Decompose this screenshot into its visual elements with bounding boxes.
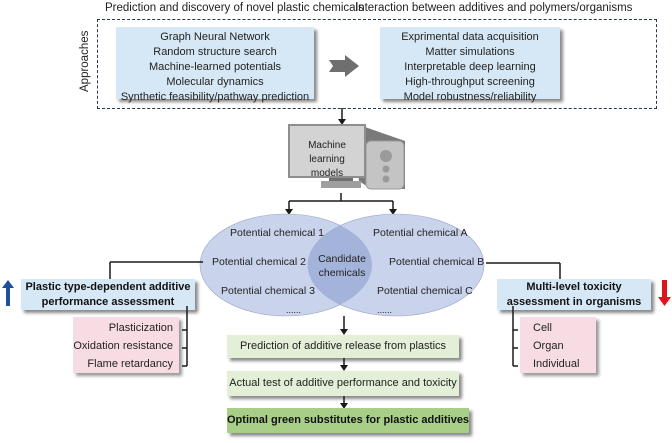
approach-item: Machine-learned potentials (148, 61, 282, 73)
venn-right-item: Potential chemical A (373, 227, 468, 239)
approaches-label: Approaches (79, 30, 91, 92)
candidate-chemicals-label: Candidate chemicals (312, 252, 372, 280)
right-arrow-icon (329, 55, 359, 77)
approach-item: Graph Neural Network (160, 31, 270, 43)
pipeline-step-optimal-substitutes: Optimal green substitutes for plastic ad… (227, 408, 469, 433)
toxicity-item: Individual (533, 358, 580, 370)
pipeline-step-release-prediction: Prediction of additive release from plas… (227, 335, 459, 358)
assessment-title-line: performance assessment (41, 296, 175, 308)
approach-item: Molecular dynamics (166, 76, 264, 88)
toxicity-item: Organ (533, 340, 564, 352)
approach-item: Interpretable deep learning (404, 61, 536, 73)
right-approaches-box: Exprimental data acquisition Matter simu… (380, 27, 560, 103)
toxicity-assessment-box: Multi-level toxicity assessment in organ… (497, 279, 651, 310)
approach-item: Random structure search (153, 46, 277, 58)
left-connector (109, 261, 203, 280)
venn-right-ellipsis: ...... (377, 305, 393, 315)
computer-label-line: models (310, 168, 344, 179)
pipeline-arrow-3 (340, 396, 348, 409)
candidate-line: Candidate (318, 253, 366, 265)
approach-item: Matter simulations (425, 46, 515, 58)
performance-item: Flame retardancy (87, 358, 173, 370)
assessment-title-line: assessment in organisms (506, 296, 642, 308)
computer-icon (288, 124, 405, 190)
approaches-frame (97, 19, 657, 109)
approach-item: High-throughput screening (405, 76, 535, 88)
computer-label: Machine learning models (290, 139, 364, 181)
performance-item: Oxidation resistance (73, 340, 173, 352)
split-connector (285, 193, 397, 215)
down-connector-arrow (338, 108, 346, 125)
approach-item: Model robustness/reliability (403, 91, 537, 103)
performance-item: Plasticization (108, 322, 173, 334)
venn-right-item: Potential chemical B (389, 256, 485, 268)
up-arrow-icon (2, 280, 14, 306)
toxicity-items-box: Cell Organ Individual (520, 317, 596, 373)
down-arrow-icon (658, 280, 671, 306)
toxicity-item: Cell (533, 322, 552, 334)
pipeline-arrow-2 (340, 358, 348, 371)
approach-item: Exprimental data acquisition (401, 31, 539, 43)
pipeline-step-actual-test: Actual test of additive performance and … (227, 371, 459, 396)
assessment-title-line: Plastic type-dependent additive (25, 281, 191, 293)
candidate-line: chemicals (318, 267, 366, 279)
assessment-title-line: Multi-level toxicity (526, 281, 622, 293)
approach-item: Synthetic feasibility/pathway prediction (120, 91, 310, 103)
performance-assessment-box: Plastic type-dependent additive performa… (21, 279, 195, 310)
toxicity-bracket (512, 306, 518, 367)
venn-diagram (199, 213, 485, 317)
computer-label-line: Machine learning (308, 140, 346, 165)
venn-left-ellipsis: ...... (286, 305, 302, 315)
venn-left-item: Potential chemical 2 (212, 256, 306, 268)
venn-left-item: Potential chemical 3 (221, 285, 315, 297)
performance-items-box: Plasticization Oxidation resistance Flam… (73, 317, 179, 373)
pipeline-arrow-1 (340, 316, 348, 335)
right-connector (486, 262, 561, 281)
right-section-title: Interaction between additives and polyme… (355, 2, 633, 14)
venn-left-item: Potential chemical 1 (230, 227, 324, 239)
left-approaches-box: Graph Neural Network Random structure se… (116, 27, 314, 103)
left-section-title: Prediction and discovery of novel plasti… (105, 2, 364, 14)
performance-bracket (182, 306, 188, 367)
venn-overlap (308, 214, 372, 316)
venn-right-item: Potential chemical C (377, 285, 473, 297)
